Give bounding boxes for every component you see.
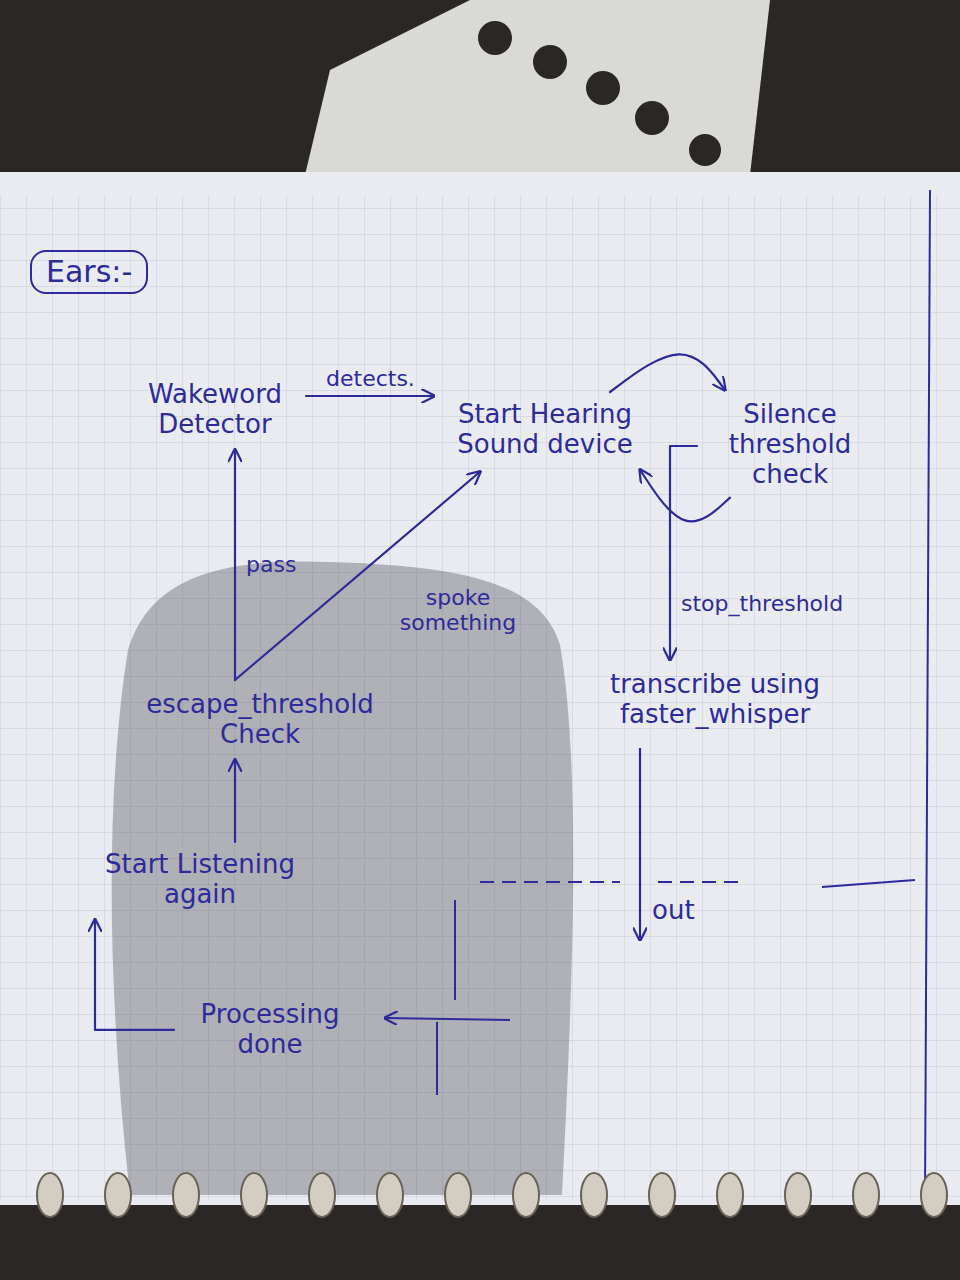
step-text: Silence threshold check	[706, 400, 874, 490]
process-step: Processing done	[180, 996, 360, 1064]
paper	[0, 172, 960, 1207]
process-step: Start Hearing Sound device	[440, 396, 650, 464]
torn-sheet	[305, 0, 770, 175]
t-stem	[436, 1022, 438, 1095]
output-arrow	[639, 748, 641, 940]
title-box: Ears:-	[30, 250, 148, 294]
flow-arrow	[670, 446, 697, 660]
process-step: Start Listening again	[65, 846, 335, 914]
edge-label: stop_threshold	[678, 590, 846, 617]
desk	[0, 1205, 960, 1280]
step-text: Start Listening again	[71, 850, 329, 910]
step-text: Wakeword Detector	[136, 380, 294, 440]
edge-label: pass	[243, 551, 299, 578]
flow-arrow	[234, 450, 236, 680]
flow-arrow	[95, 920, 174, 1030]
process-step: Wakeword Detector	[130, 376, 300, 444]
edge-label: detects.	[323, 365, 418, 392]
flow-arrow	[640, 470, 730, 522]
process-step: transcribe using faster_whisper	[555, 666, 875, 734]
step-text: Start Hearing Sound device	[446, 400, 644, 460]
step-text: escape_threshold Check	[131, 690, 389, 750]
flow-arrow	[234, 760, 236, 842]
return-arrow	[385, 1018, 510, 1020]
step-text: Processing done	[186, 1000, 354, 1060]
sheet-holes	[478, 21, 721, 166]
note-label: out	[652, 896, 695, 926]
t-stem	[454, 900, 456, 1000]
edge-label: spoke something	[370, 584, 546, 637]
flow-arrow	[610, 354, 725, 392]
process-step: Silence threshold check	[700, 396, 880, 494]
step-text: transcribe using faster_whisper	[561, 670, 869, 730]
dashed-line	[480, 881, 745, 883]
side-line	[822, 880, 915, 887]
grid	[0, 195, 960, 1200]
flow-arrow	[306, 395, 434, 397]
process-step: escape_threshold Check	[125, 686, 395, 754]
spiral-binding	[37, 1173, 947, 1217]
margin-line	[925, 190, 930, 1200]
flow-arrow	[235, 472, 480, 680]
diagram-title: Ears:-	[46, 254, 132, 290]
